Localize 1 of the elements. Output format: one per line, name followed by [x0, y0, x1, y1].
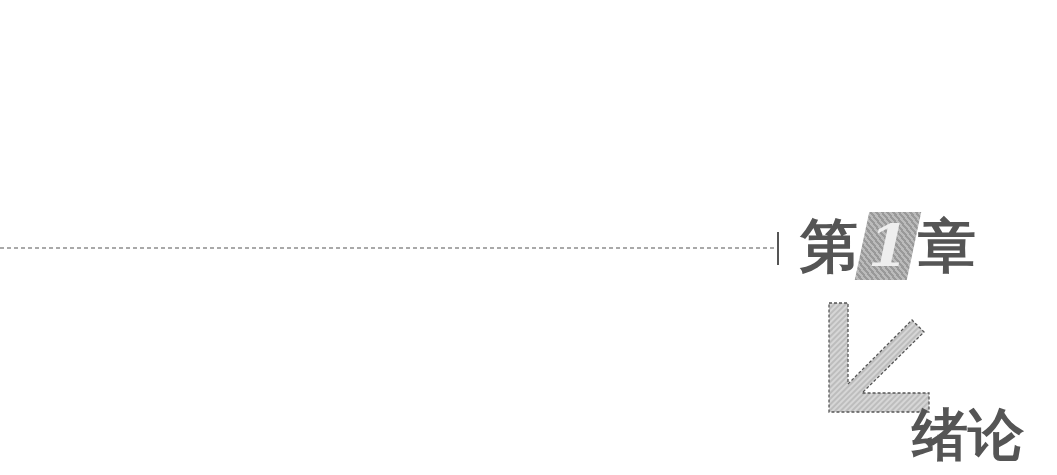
chapter-subtitle: 绪论 [912, 400, 1024, 469]
